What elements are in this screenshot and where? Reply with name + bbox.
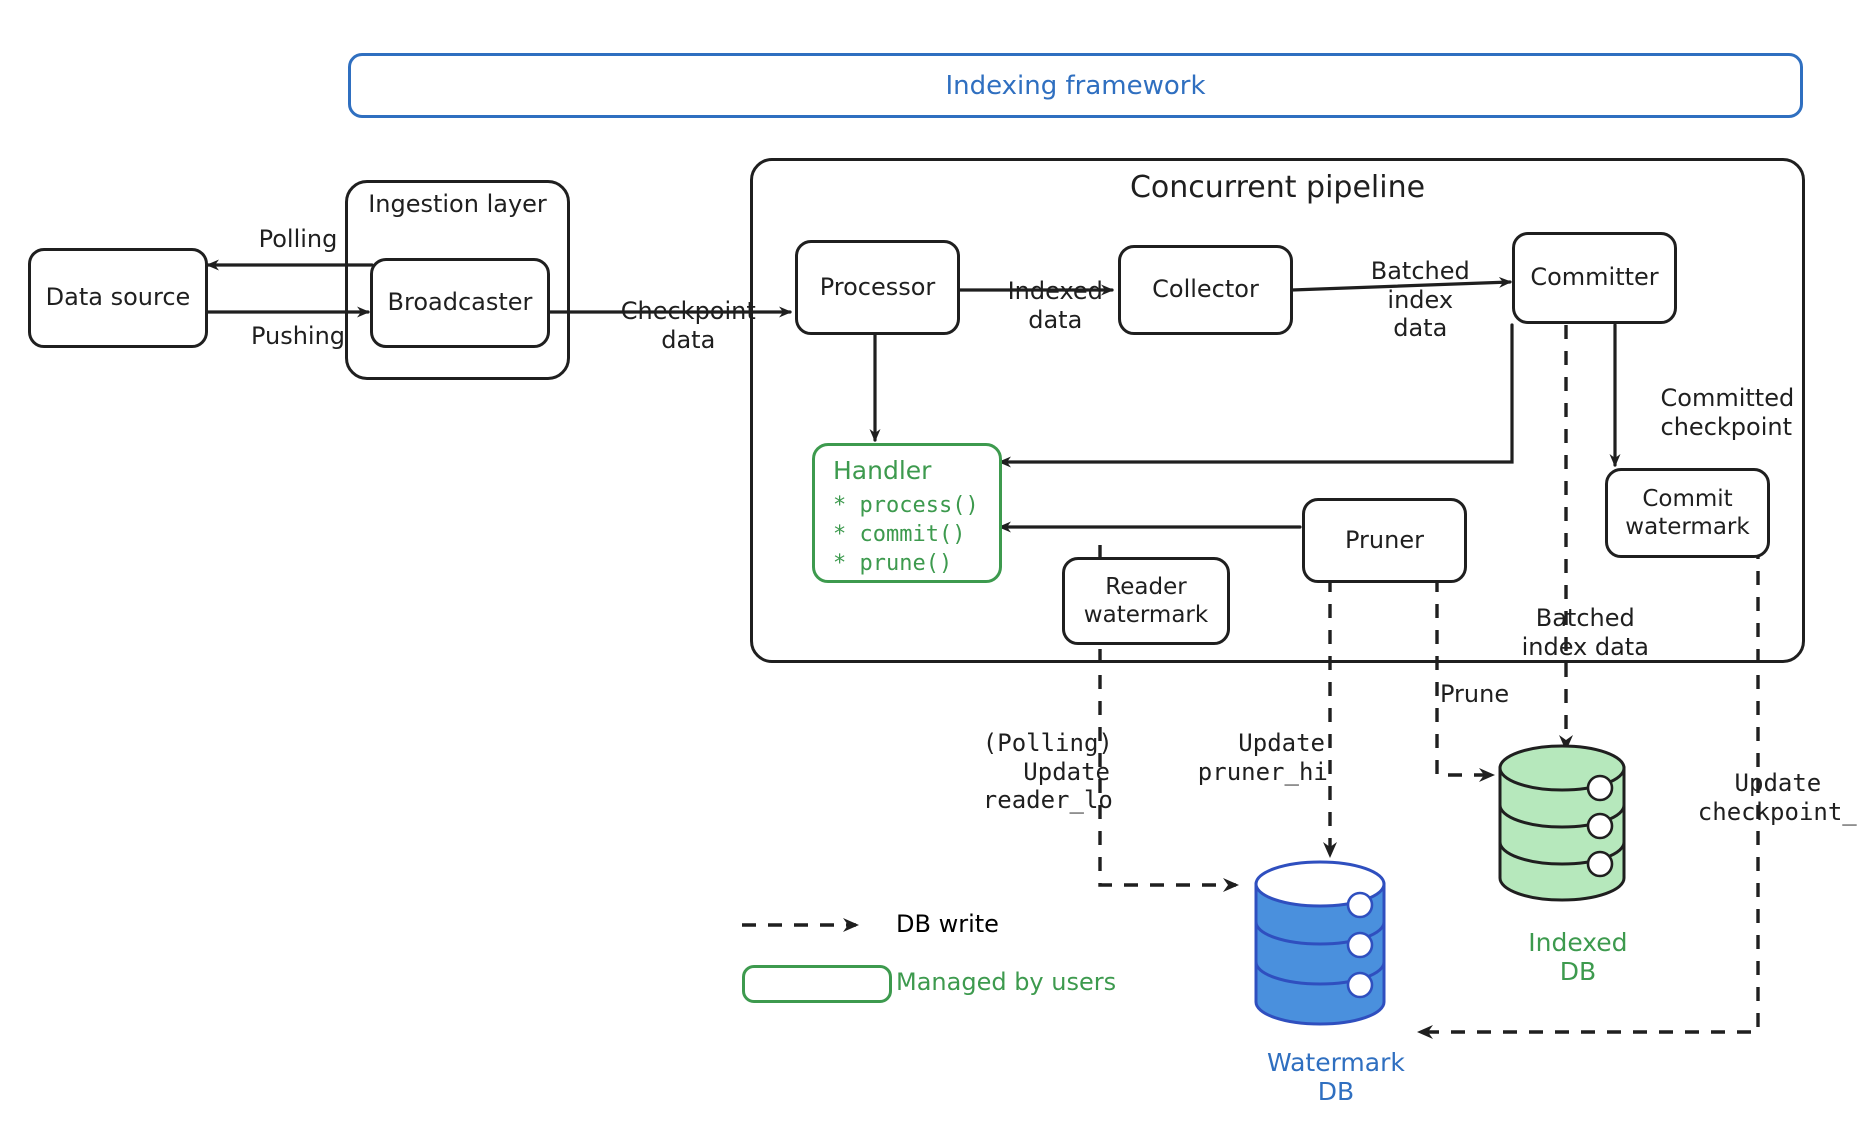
node-committer[interactable]: Committer: [1512, 232, 1677, 324]
concurrent-pipeline-group: [750, 158, 1805, 663]
label-checkpoint-data-l1: Checkpoint: [620, 296, 756, 325]
indexed-db-caption: Indexed DB: [1472, 898, 1652, 1016]
label-bidt-l1: Batched: [1370, 256, 1470, 285]
watermark-db-caption: Watermark DB: [1225, 1018, 1415, 1136]
indexed-db-caption-l1: Indexed: [1528, 927, 1628, 957]
label-update-pruner-hi: Update pruner_hi: [1140, 700, 1328, 815]
label-url-l3: reader_lo: [982, 786, 1113, 815]
label-checkpoint-data: Checkpoint data: [578, 268, 768, 383]
node-processor-label: Processor: [819, 272, 936, 301]
handler-method-commit: * commit(): [833, 521, 966, 547]
label-indexed-data-l2: data: [1028, 305, 1083, 334]
label-url-l1: (Polling): [982, 728, 1113, 757]
node-broadcaster[interactable]: Broadcaster: [370, 258, 550, 348]
label-batched-index-data-top: Batched index data: [1300, 228, 1510, 372]
node-broadcaster-label: Broadcaster: [387, 288, 533, 317]
handler-methods: * process() * commit() * prune(): [833, 491, 979, 578]
label-url-l2: Update: [1023, 757, 1110, 786]
label-uph-l1: Update: [1238, 728, 1325, 757]
label-checkpoint-data-l2: data: [661, 325, 716, 354]
indexing-framework-banner: Indexing framework: [348, 53, 1803, 118]
node-handler[interactable]: Handler * process() * commit() * prune(): [812, 443, 1002, 583]
legend-managed-label: Managed by users: [896, 968, 1117, 996]
node-reader-watermark-line1: Reader: [1105, 573, 1187, 600]
watermark-db-caption-l1: Watermark: [1266, 1047, 1405, 1077]
label-uch-l1: Update: [1734, 768, 1822, 797]
legend-managed-swatch: [742, 965, 892, 1003]
node-reader-watermark[interactable]: Reader watermark: [1062, 557, 1230, 645]
label-bidb-l1: Batched: [1535, 603, 1635, 632]
watermark-db-caption-l2: DB: [1317, 1077, 1355, 1106]
node-commit-watermark-line1: Commit: [1642, 485, 1733, 512]
node-commit-watermark-line2: watermark: [1625, 514, 1750, 540]
label-uch-l2: checkpoint_hi: [1697, 797, 1858, 826]
label-prune: Prune: [1440, 680, 1510, 708]
indexed-db-shape: [1498, 744, 1626, 902]
label-batched-index-data-bottom: Batched index data: [1455, 575, 1685, 690]
legend-db-write-label: DB write: [896, 910, 999, 938]
ingestion-layer-title: Ingestion layer: [368, 190, 547, 218]
label-update-checkpoint-hi: Update checkpoint_hi: [1640, 740, 1858, 855]
node-data-source[interactable]: Data source: [28, 248, 208, 348]
label-update-reader-lo: (Polling) Update reader_lo: [925, 700, 1113, 844]
indexing-framework-title: Indexing framework: [945, 70, 1206, 101]
concurrent-pipeline-title: Concurrent pipeline: [1129, 170, 1426, 205]
ingestion-layer-group: [345, 180, 570, 380]
label-cc-l1: Committed: [1660, 383, 1795, 412]
diagram-canvas: Indexing framework Ingestion layer Concu…: [28, 53, 1858, 1106]
node-collector[interactable]: Collector: [1118, 245, 1293, 335]
node-data-source-label: Data source: [45, 283, 191, 312]
watermark-db-shape: [1254, 860, 1386, 1026]
label-bidt-l2: index: [1387, 285, 1454, 314]
node-processor[interactable]: Processor: [795, 240, 960, 335]
label-indexed-data: Indexed data: [965, 248, 1115, 363]
indexed-db-caption-l2: DB: [1559, 957, 1597, 986]
label-uph-l2: pruner_hi: [1197, 757, 1328, 786]
node-pruner[interactable]: Pruner: [1302, 498, 1467, 583]
handler-method-process: * process(): [833, 492, 979, 518]
node-committer-label: Committer: [1530, 263, 1659, 292]
label-polling: Polling: [258, 225, 338, 253]
connector-layer: [204, 259, 1760, 1039]
node-commit-watermark[interactable]: Commit watermark: [1605, 468, 1770, 558]
node-pruner-label: Pruner: [1345, 525, 1424, 554]
label-committed-checkpoint: Committed checkpoint: [1630, 355, 1855, 470]
label-cc-l2: checkpoint: [1660, 412, 1792, 441]
label-bidt-l3: data: [1393, 314, 1448, 343]
label-indexed-data-l1: Indexed: [1007, 276, 1103, 305]
handler-method-prune: * prune(): [833, 550, 953, 576]
handler-title: Handler: [833, 456, 932, 485]
node-reader-watermark-line2: watermark: [1083, 602, 1209, 628]
node-collector-label: Collector: [1152, 275, 1259, 304]
label-bidb-l2: index data: [1521, 632, 1649, 661]
label-pushing: Pushing: [250, 322, 346, 350]
